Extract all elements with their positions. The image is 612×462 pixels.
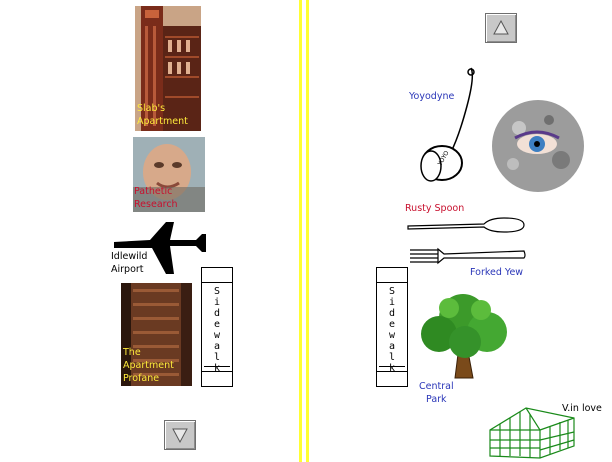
apartment-profane-location[interactable]: The Apartment Profane	[121, 283, 192, 386]
scroll-up-button[interactable]	[485, 13, 517, 43]
greenhouse-location[interactable]: V.in love	[486, 398, 606, 459]
tree-icon	[421, 294, 507, 379]
sidewalk-left-top-cap	[202, 268, 232, 283]
apartment-profane-label: The Apartment Profane	[123, 347, 174, 384]
eye-moon-icon	[492, 100, 584, 192]
pane-divider-right	[306, 0, 309, 462]
idlewild-airport-label: Idlewild Airport	[111, 251, 148, 275]
spoon-icon	[407, 217, 525, 233]
rusty-spoon-location[interactable]	[404, 214, 526, 236]
face-photo-icon	[133, 137, 205, 212]
rusty-spoon-label: Rusty Spoon	[405, 203, 465, 214]
greenhouse-icon	[489, 407, 575, 459]
forked-yew-label: Forked Yew	[470, 267, 524, 278]
sidewalk-left-label: Sidewalk	[213, 286, 221, 374]
sidewalk-right-line	[379, 366, 405, 367]
slabs-apartment-location[interactable]: Slab's Apartment	[135, 6, 201, 131]
yoyodyne-label: Yoyodyne	[409, 91, 455, 102]
greenhouse-label: V.in love	[562, 403, 602, 414]
airplane-icon	[114, 222, 206, 274]
yoyodyne-location[interactable]: Yoyodyne YOYO	[405, 66, 485, 186]
sidewalk-right-top-cap	[377, 268, 407, 283]
central-park-location[interactable]: Central Park	[415, 290, 515, 408]
forked-yew-location[interactable]	[408, 244, 526, 266]
sidewalk-right[interactable]: Sidewalk	[376, 267, 408, 387]
scroll-down-button[interactable]	[164, 420, 196, 450]
sidewalk-left[interactable]: Sidewalk	[201, 267, 233, 387]
pathetic-research-label: Pathetic Research	[134, 186, 178, 210]
building-photo-icon	[135, 6, 201, 131]
yoyo-icon: YOYO	[420, 67, 475, 182]
pathetic-research-location[interactable]: Pathetic Research	[133, 137, 205, 212]
sidewalk-right-label: Sidewalk	[388, 286, 396, 374]
slabs-apartment-label: Slab's Apartment	[137, 103, 188, 127]
sidewalk-left-line	[204, 366, 230, 367]
idlewild-airport-location[interactable]: Idlewild Airport	[110, 218, 210, 278]
fork-icon	[410, 247, 526, 265]
sidewalk-left-bottom-cap	[202, 371, 232, 386]
pane-divider-left	[299, 0, 302, 462]
down-arrow-icon	[172, 428, 188, 444]
tower-photo-icon	[121, 283, 192, 386]
up-arrow-icon	[493, 19, 509, 35]
central-park-label: Central Park	[419, 381, 454, 405]
sidewalk-right-bottom-cap	[377, 371, 407, 386]
eye-moon-location[interactable]	[489, 98, 587, 194]
